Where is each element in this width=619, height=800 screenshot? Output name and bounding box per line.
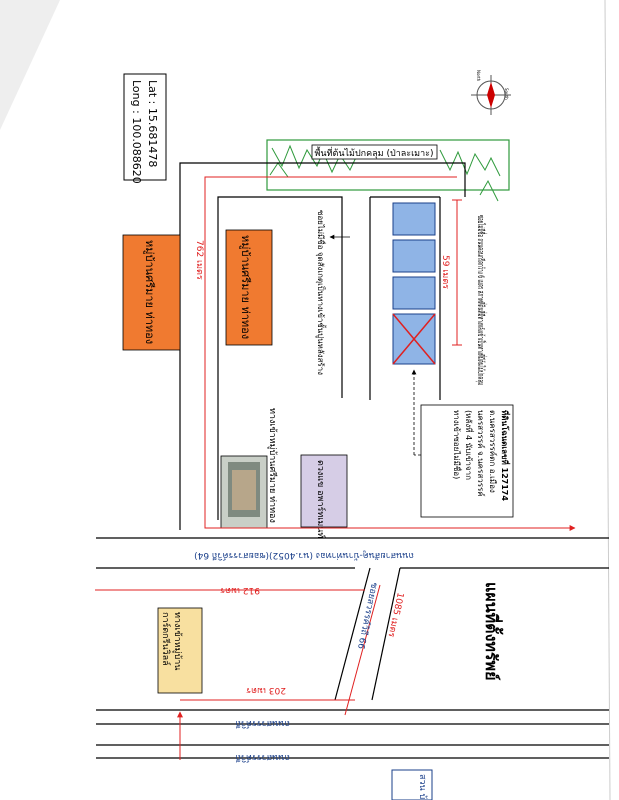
soi66-label: ซอยสวรรค์วิถี 66 <box>355 581 381 650</box>
soi66-right <box>371 567 401 701</box>
latitude-label: Lat : 15.681478 <box>146 80 159 167</box>
forest-area-label: พื้นที่ต้นไม้ปกคลุม (ป่าละเมาะ) <box>315 146 434 159</box>
plot-info-line3: นครสวรรค์ จ.นครสวรรค์ <box>476 410 486 497</box>
property-plots <box>392 202 436 365</box>
second-entrance-label-2: การ์ดกรีนวิลล์ <box>160 612 172 666</box>
sawan-road-1-label: ถนนสวรรค์วิถี <box>236 718 291 730</box>
plot-3 <box>392 276 436 310</box>
forest-area: พื้นที่ต้นไม้ปกคลุม (ป่าละเมาะ) <box>266 139 510 202</box>
plot-info-box: ที่ดินโฉนดเลขที่ 127174 ต.นครสวรรค์ตก อ.… <box>420 404 514 518</box>
distance-1085-line <box>344 584 381 716</box>
unnamed-lane-label: ซอยไม่มีชื่อ จุดสังเกตุเป็นทางเข้าชั้นปู… <box>315 210 327 375</box>
page-corner-shade <box>0 0 60 130</box>
corner-label: สวน บ้าน นคร <box>417 774 428 800</box>
plot-1 <box>392 202 436 236</box>
page-edge <box>604 0 611 800</box>
village-block-1: หมู่บ้านศรีมาย ท่าทอง <box>122 234 181 351</box>
village-1-label: หมู่บ้านศรีมาย ท่าทอง <box>143 240 156 344</box>
plot-info-line1: ที่ดินโฉนดเลขที่ 127174 <box>500 410 511 501</box>
distance-762-path <box>204 176 576 531</box>
plot-info-line2: ต.นครสวรรค์ตก อ.เมือง <box>488 410 498 493</box>
distance-59-label: 59 เมตร <box>440 255 450 289</box>
distance-203-label: 203 เมตร <box>246 685 286 695</box>
road-inner <box>217 196 343 520</box>
village-block-2: หมู่บ้านศรีมาย ท่าทอง <box>225 229 273 346</box>
village-entrance-label: ทางเข้าหมู่บ้านศรีมาย ท่าทอง <box>267 408 278 523</box>
building-label: ดวงแข อพาร์ทเมนท์ <box>315 460 327 538</box>
compass-south: South <box>504 88 509 100</box>
second-entrance-label-1: ทางเข้าหมู่บ้าน <box>172 612 183 670</box>
distance-markers <box>95 176 576 760</box>
sawan-road-2-label: ถนนสวรรค์วิถี <box>236 752 291 764</box>
distance-1085-label: 1085 เมตร <box>386 591 405 638</box>
map-title: แผนที่ตั้งทรัพย์ <box>482 582 504 680</box>
plot-2 <box>392 239 436 273</box>
village-2-label: หมู่บ้านศรีมาย ท่าทอง <box>239 235 252 339</box>
compass-north: North <box>476 70 481 82</box>
distance-762-label: 762 เมตร <box>194 240 204 280</box>
main-road-label: ถนนสายสันคู-บ้านท่าทอง (นว.4052)(ซอยสวรร… <box>194 550 414 562</box>
subject-plot-cross-b <box>392 313 436 365</box>
apartment-building: ดวงแข อพาร์ทเมนท์ <box>300 454 348 538</box>
lane-note-line1: ซอยไม่มีชื่อ ถนนคอนกรีตกว้าง 6 เมตร สภาพ… <box>475 215 488 385</box>
plot-info-line5: ทางเข้าซอยไม่มีชื่อ) <box>452 410 463 479</box>
plot-info-line4: (หลังที่ 4 นับเข้าจาก <box>464 410 475 480</box>
second-entrance: ทางเข้าหมู่บ้าน การ์ดกรีนวิลล์ <box>157 607 203 694</box>
compass-icon: North South <box>471 70 511 115</box>
corner-label-box: สวน บ้าน นคร <box>391 769 433 800</box>
coordinates-box: Lat : 15.681478 Long : 100.088620 <box>123 73 167 184</box>
entrance-photo: ทางเข้าหมู่บ้านศรีมาย ท่าทอง <box>220 408 278 529</box>
distance-912-label: 912 เมตร <box>220 585 260 595</box>
longitude-label: Long : 100.088620 <box>130 80 143 184</box>
